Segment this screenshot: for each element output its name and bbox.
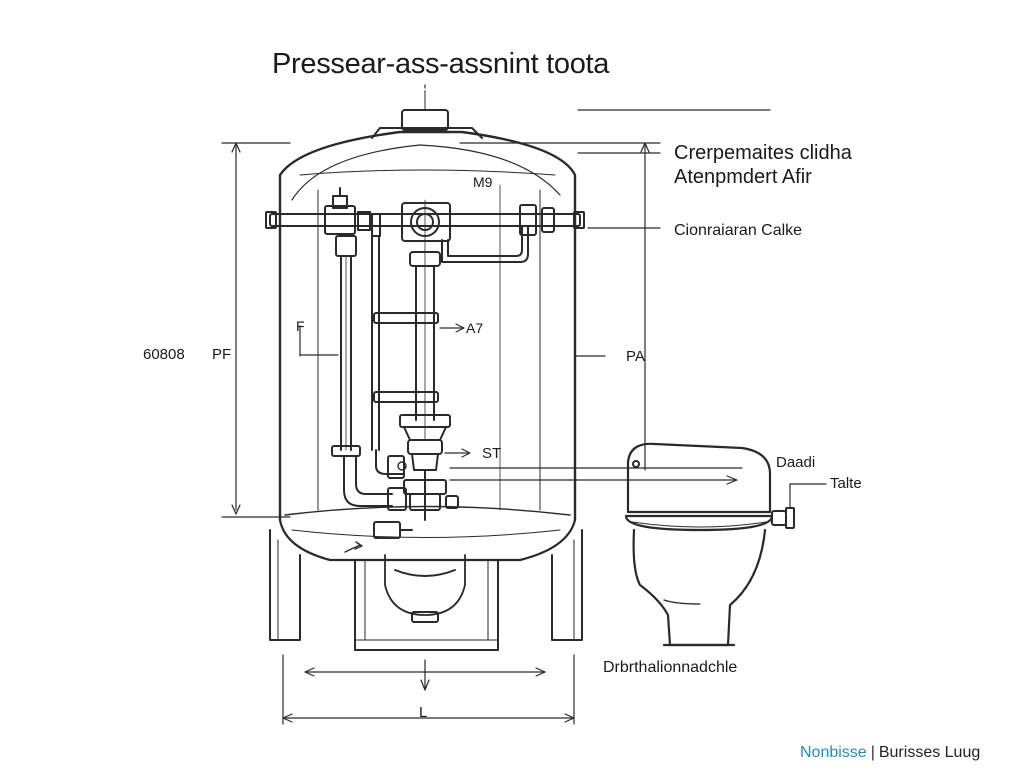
left-dimension-value: 60808 xyxy=(143,346,185,363)
toilet-label-bottom: Talte xyxy=(830,475,862,492)
toilet-fixture xyxy=(624,442,827,647)
width-dimension-label: L xyxy=(419,704,428,721)
dimension-lines xyxy=(221,84,771,725)
piping xyxy=(265,187,585,553)
footer-brand: Nonbisse xyxy=(800,744,867,761)
diagram-title: Pressear-ass-assnint toota xyxy=(272,48,610,80)
callout-mid-label: Cionraiaran Calke xyxy=(674,222,803,239)
pipe-label-top: M9 xyxy=(473,174,493,190)
toilet-label-top: Daadi xyxy=(776,454,816,471)
callout-top-line-2: Atenpmdert Afir xyxy=(674,166,812,188)
valve-label: ST xyxy=(482,445,502,462)
left-dimension-unit: PF xyxy=(212,346,232,363)
footer-separator: | xyxy=(870,744,875,761)
inner-dimension-right: A7 xyxy=(466,320,484,336)
tank-legs xyxy=(269,529,583,651)
inner-dimension-left: F xyxy=(296,318,305,334)
callout-top-line-1: Crerpemaites clidha xyxy=(674,142,852,164)
footer-name: Burisses Luug xyxy=(878,744,981,761)
right-dimension-unit: PA xyxy=(626,348,645,365)
footer-brand-line: Nonbisse|Burisses Luug xyxy=(800,744,980,762)
bottom-label: Drbrthalionnadchle xyxy=(603,659,738,676)
tank-body xyxy=(278,91,577,562)
